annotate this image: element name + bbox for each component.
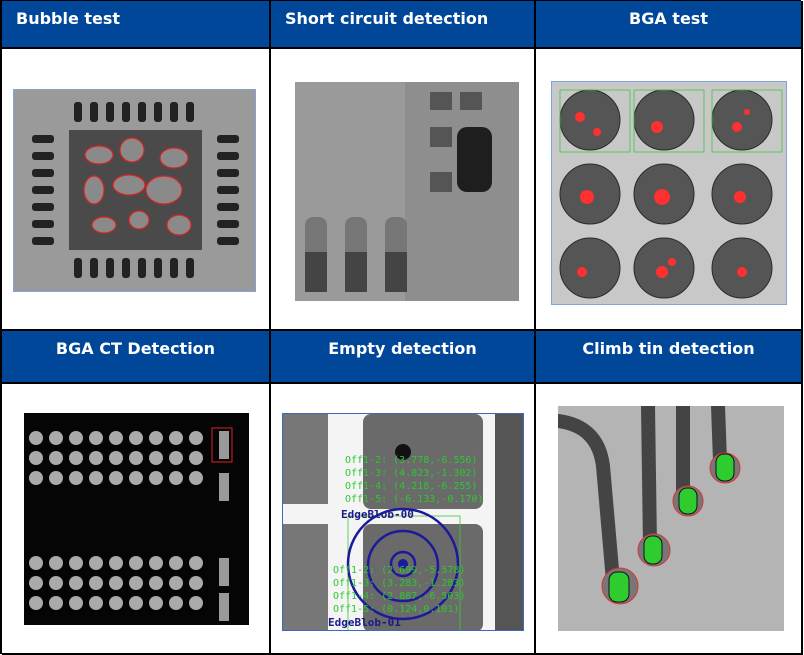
solder-ball: [149, 451, 163, 465]
solder-ball: [69, 576, 83, 590]
offset-label: Off1-5: (-6.133,-0.170): [345, 494, 484, 505]
header-bga-test: BGA test: [536, 1, 803, 49]
cell-climb-tin: [536, 384, 803, 655]
solder-ball: [29, 576, 43, 590]
offset-label: Off1-4: (2.887,-6.503): [333, 591, 466, 602]
solder-ball: [109, 471, 123, 485]
solder-ball: [169, 596, 183, 610]
solder-ball: [169, 431, 183, 445]
cell-bga-ct: [2, 384, 271, 655]
offset-label: Off1-3: (3.283,-1.283): [333, 578, 466, 589]
solder-ball: [189, 576, 203, 590]
solder-ball: [49, 556, 63, 570]
solder-ball: [69, 471, 83, 485]
solder-ball: [69, 596, 83, 610]
cell-bga-test: [536, 49, 803, 331]
solder-ball: [169, 471, 183, 485]
solder-ball: [129, 431, 143, 445]
edge-blob-label: EdgeBlob-00: [341, 508, 414, 521]
offsets-top: Off1-2: (3.778,-6.556) Off1-3: (4.823,-1…: [345, 454, 483, 506]
header-short-circuit: Short circuit detection: [271, 1, 536, 49]
solder-ball: [29, 431, 43, 445]
solder-ball: [109, 556, 123, 570]
solder-ball: [149, 471, 163, 485]
cell-bubble-test: [2, 49, 271, 331]
solder-ball: [49, 596, 63, 610]
solder-ball: [29, 471, 43, 485]
cell-empty-detection: Off1-2: (3.778,-6.556) Off1-3: (4.823,-1…: [271, 384, 536, 655]
defect-box: [211, 427, 233, 463]
solder-ball: [109, 596, 123, 610]
header-empty-detection: Empty detection: [271, 331, 536, 384]
cell-short-circuit: [271, 49, 536, 331]
solder-ball: [129, 556, 143, 570]
solder-ball: [149, 576, 163, 590]
solder-ball: [89, 596, 103, 610]
solder-ball: [149, 431, 163, 445]
solder-ball: [49, 451, 63, 465]
solder-ball: [109, 431, 123, 445]
short-circuit-image: [295, 82, 519, 301]
solder-ball: [129, 471, 143, 485]
solder-ball: [49, 576, 63, 590]
solder-ball: [89, 451, 103, 465]
solder-ball: [189, 451, 203, 465]
solder-ball: [129, 596, 143, 610]
climb-tin-image: [558, 406, 784, 631]
solder-ball: [129, 451, 143, 465]
offset-label: Off1-4: (4.218,-6.255): [345, 481, 478, 492]
solder-ball: [149, 556, 163, 570]
solder-ball: [89, 556, 103, 570]
solder-ball: [189, 431, 203, 445]
offset-label: Off1-5: (0.124,0.101): [333, 604, 460, 615]
offset-label: Off1-3: (4.823,-1.302): [345, 468, 478, 479]
bubble-test-image: [13, 89, 256, 292]
component: [219, 558, 229, 586]
solder-ball: [89, 431, 103, 445]
bga-test-image: [551, 81, 787, 305]
solder-ball: [189, 596, 203, 610]
header-bga-ct: BGA CT Detection: [2, 331, 271, 384]
bga-ct-image: [24, 413, 249, 625]
edge-blob-label: EdgeBlob-01: [328, 616, 401, 629]
solder-ball: [149, 596, 163, 610]
component: [219, 473, 229, 501]
solder-ball: [169, 451, 183, 465]
header-climb-tin: Climb tin detection: [536, 331, 803, 384]
offsets-bottom: Off1-2: (2.699,-5.578) Off1-3: (3.283,-1…: [333, 564, 465, 616]
solder-ball: [189, 471, 203, 485]
solder-ball: [89, 471, 103, 485]
component: [219, 593, 229, 621]
solder-ball: [29, 596, 43, 610]
solder-ball: [109, 451, 123, 465]
offset-label: Off1-2: (3.778,-6.556): [345, 455, 478, 466]
empty-detection-image: Off1-2: (3.778,-6.556) Off1-3: (4.823,-1…: [282, 413, 524, 631]
solder-ball: [169, 556, 183, 570]
solder-ball: [69, 431, 83, 445]
solder-ball: [169, 576, 183, 590]
offset-label: Off1-2: (2.699,-5.578): [333, 565, 466, 576]
solder-ball: [49, 431, 63, 445]
solder-ball: [49, 471, 63, 485]
solder-ball: [29, 451, 43, 465]
solder-ball: [29, 556, 43, 570]
solder-ball: [129, 576, 143, 590]
solder-ball: [189, 556, 203, 570]
solder-ball: [89, 576, 103, 590]
solder-ball: [69, 451, 83, 465]
solder-ball: [109, 576, 123, 590]
component: [219, 431, 229, 459]
solder-ball: [69, 556, 83, 570]
header-bubble-test: Bubble test: [2, 1, 271, 49]
